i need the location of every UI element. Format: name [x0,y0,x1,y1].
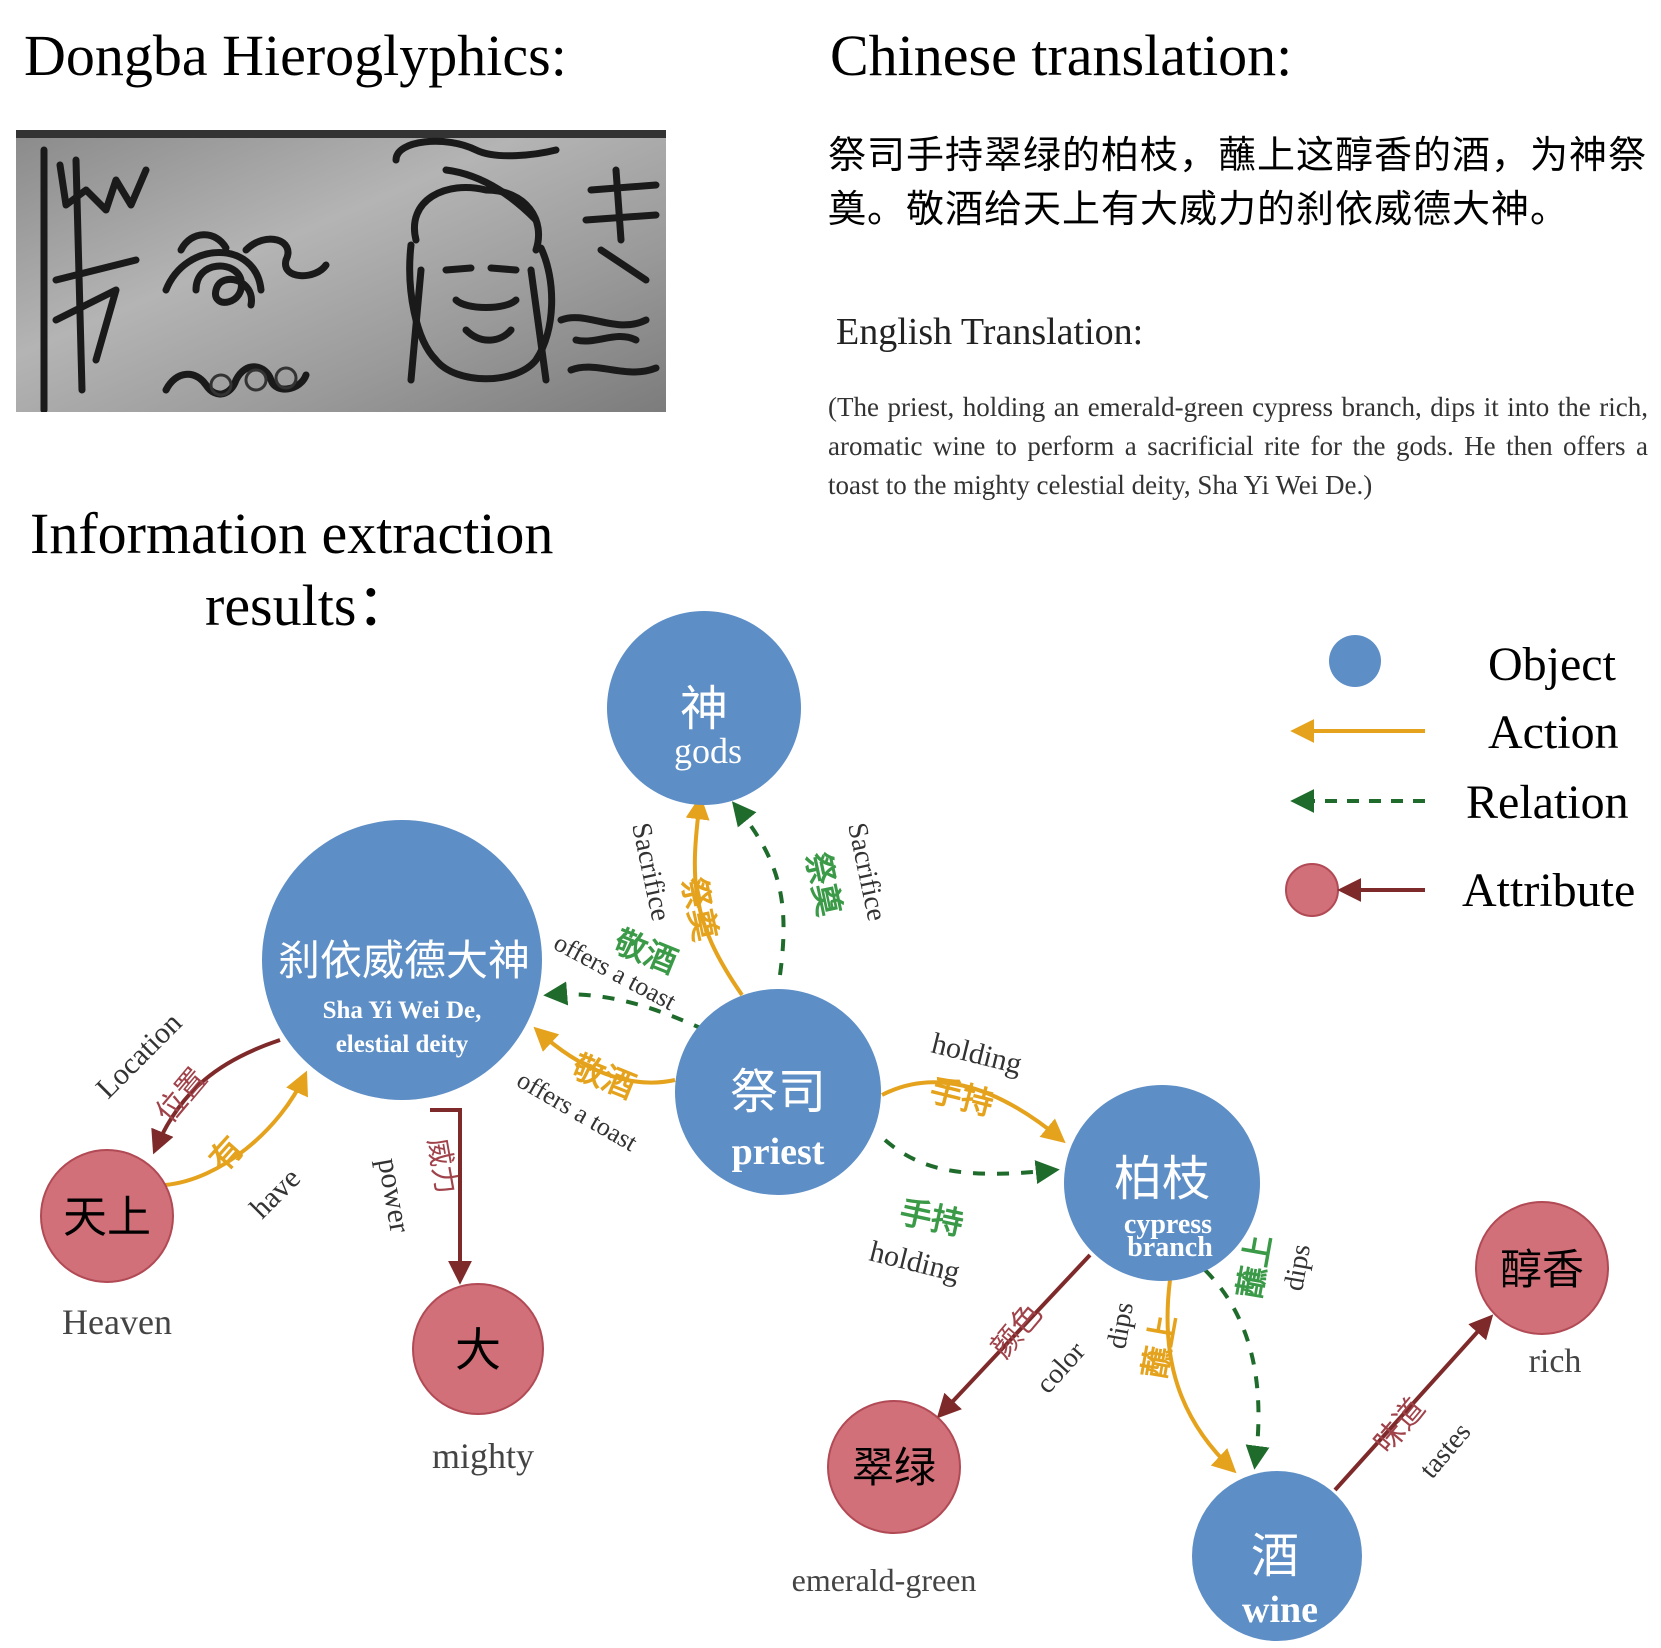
node-emerald: 翠绿 emerald-green [792,1400,977,1598]
legend-object-swatch [1329,635,1381,687]
label-holding-relation-en: holding [866,1235,963,1289]
legend-attribute-swatch [1285,863,1339,917]
chinese-heading: Chinese translation: [830,23,1293,88]
node-rich: 醇香 rich [1475,1201,1609,1380]
legend-attribute-label: Attribute [1462,864,1635,917]
node-wine: 酒 wine [1192,1471,1362,1641]
label-sacrifice-action-en: Sacrifice [625,820,676,924]
chinese-translation: 祭司手持翠绿的柏枝，蘸上这醇香的酒，为神祭奠。敬酒给天上有大威力的刹依威德大神。 [828,133,1648,231]
edge-toast-action [533,1026,676,1085]
info-heading-line1: Information extraction [30,501,554,566]
legend-relation-label: Relation [1466,776,1629,829]
label-color-en: color [1030,1336,1092,1400]
label-have-en: have [244,1162,307,1225]
node-heaven: 天上 Heaven [40,1149,174,1342]
label-power-en: power [371,1155,417,1235]
edge-dips-relation [1203,1268,1270,1470]
node-wine-en: wine [1242,1589,1318,1631]
edge-dips-action [1165,1279,1237,1474]
node-priest: 祭司 priest [675,989,881,1195]
label-power-zh: 威力 [421,1135,463,1196]
label-tastes-en: tastes [1414,1417,1478,1485]
node-rich-zh: 醇香 [1500,1245,1584,1294]
info-heading-line2: results： [205,573,415,638]
node-cypress-en1: cypress [1124,1209,1212,1240]
node-gods: 神 gods [607,611,801,805]
legend: Object Action Relation Attribute [1285,635,1635,917]
label-holding-action-zh: 手持 [926,1071,997,1123]
node-deity-zh: 刹依威德大神 [278,936,530,985]
edge-color [936,1253,1092,1419]
edge-tastes [1333,1314,1494,1492]
edge-location [151,1038,281,1155]
edge-holding-action [881,1080,1066,1144]
edge-holding-relation [883,1138,1060,1184]
edge-sacrifice-relation [731,801,786,976]
node-priest-en: priest [732,1131,825,1173]
edge-power [430,1108,472,1285]
label-sacrifice-relation-zh: 祭奠 [798,849,849,920]
label-dips-relation-en: dips [1278,1242,1317,1293]
node-deity-en1: Sha Yi Wei De, [323,997,482,1024]
node-cypress: 柏枝 cypress branch [1064,1085,1260,1281]
dongba-hieroglyph-image [16,130,666,414]
node-deity-en2: elestial deity [336,1031,469,1058]
node-heaven-en: Heaven [62,1302,172,1342]
node-gods-zh: 神 [680,681,728,737]
dongba-heading: Dongba Hieroglyphics: [24,23,567,88]
legend-object-label: Object [1488,638,1617,691]
legend-action-label: Action [1488,706,1619,759]
label-holding-relation-zh: 手持 [896,1193,967,1243]
node-heaven-zh: 天上 [63,1192,151,1243]
node-emerald-en: emerald-green [792,1562,977,1598]
node-gods-en: gods [674,731,742,771]
node-rich-en: rich [1529,1343,1582,1380]
edge-sacrifice-action [685,795,744,997]
label-location-zh: 位置 [149,1062,214,1130]
node-mighty: 大 mighty [412,1283,544,1476]
node-cypress-zh: 柏枝 [1114,1151,1210,1207]
node-deity: 刹依威德大神 Sha Yi Wei De, elestial deity [262,820,542,1100]
node-priest-zh: 祭司 [730,1064,826,1120]
edge-have [164,1070,308,1187]
label-dips-action-en: dips [1101,1300,1140,1351]
label-sacrifice-action-zh: 祭奠 [674,874,725,945]
edge-toast-relation [543,981,706,1032]
label-dips-action-zh: 蘸上 [1135,1312,1184,1382]
node-emerald-zh: 翠绿 [852,1443,936,1492]
english-translation: (The priest, holding an emerald-green cy… [828,392,1648,500]
node-mighty-zh: 大 [455,1323,501,1377]
english-heading: English Translation: [836,311,1144,353]
node-wine-zh: 酒 [1251,1528,1299,1584]
node-mighty-en: mighty [432,1436,534,1476]
node-cypress-en2: branch [1127,1232,1213,1263]
label-tastes-zh: 味道 [1367,1392,1432,1460]
